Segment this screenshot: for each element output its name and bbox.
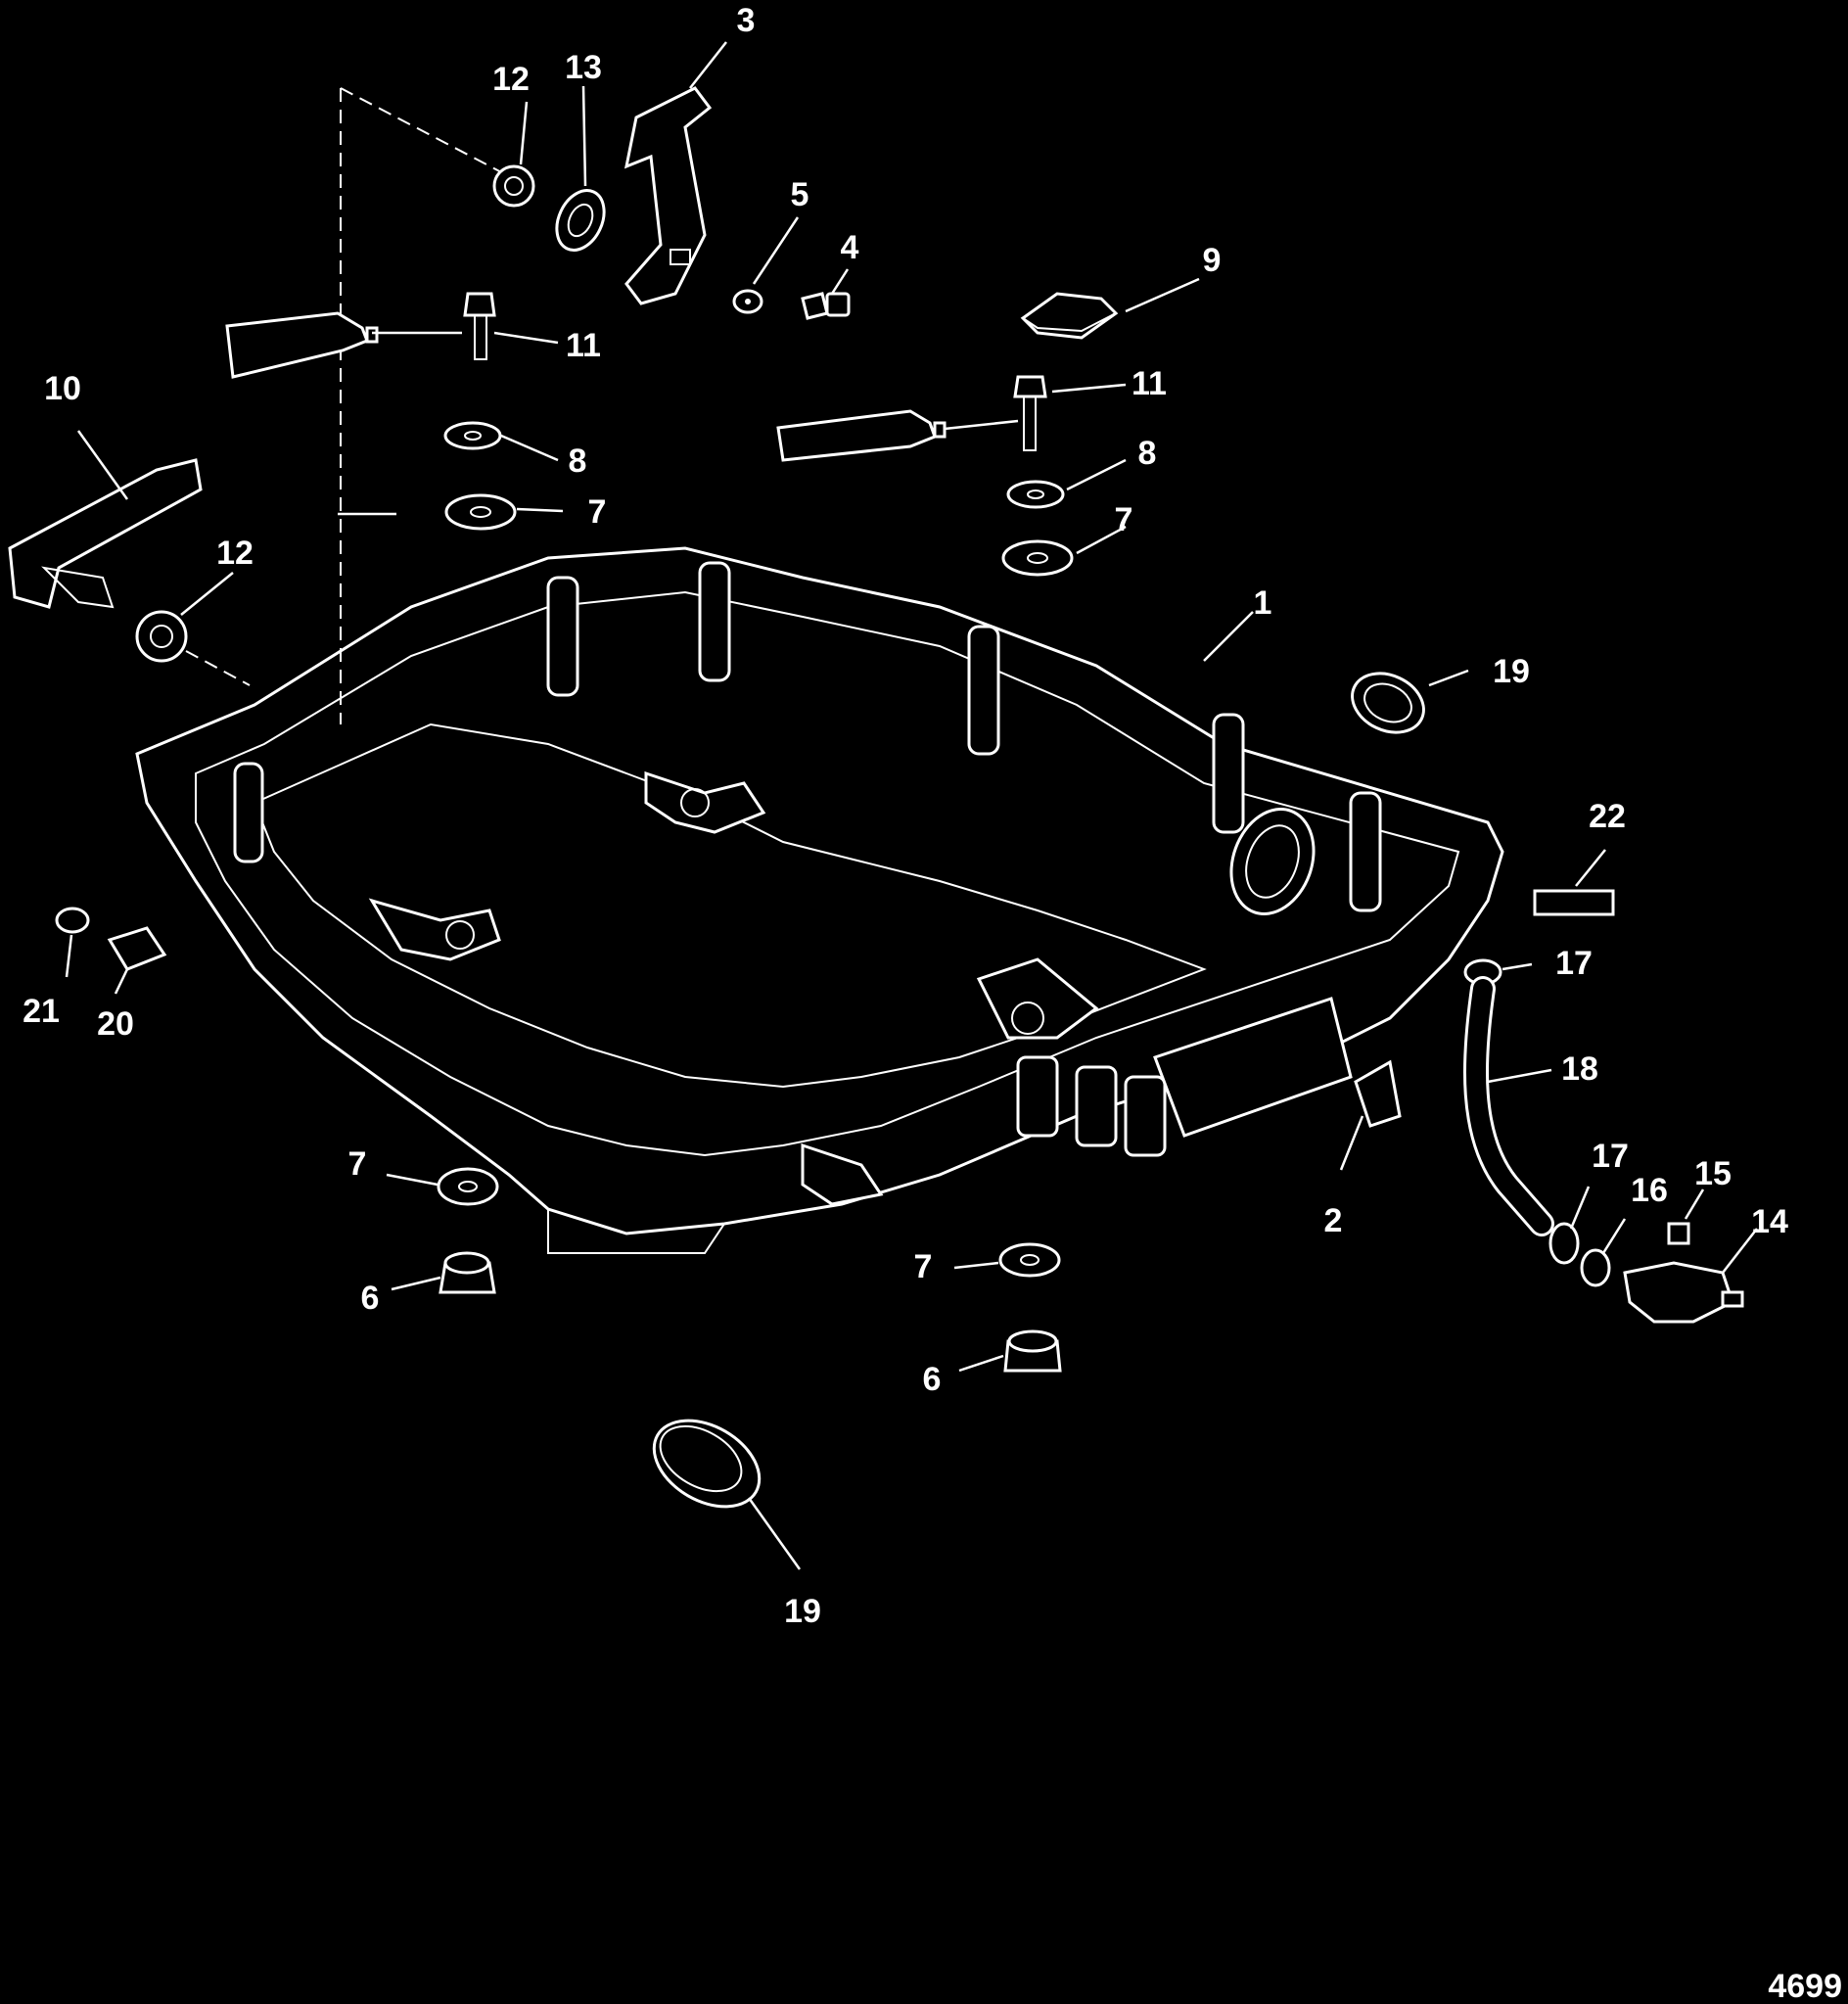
callout-8-left: 8	[569, 443, 587, 480]
callout-14: 14	[1751, 1203, 1788, 1240]
clamp-part-21	[55, 907, 90, 934]
callout-4: 4	[841, 229, 859, 266]
mount-part-6-left	[439, 1251, 496, 1294]
fitting-part-20	[107, 926, 167, 971]
washer-part-7-left	[444, 493, 517, 531]
grommet-part-9	[1020, 292, 1119, 340]
figure-number: 4699	[1768, 1968, 1842, 2004]
bracket-part-2	[1354, 1059, 1402, 1128]
callout-1: 1	[1254, 584, 1272, 622]
grommet-part-19-right	[1351, 672, 1425, 734]
callout-10: 10	[44, 370, 81, 407]
sealant-tube-left	[225, 311, 379, 379]
latch-part-3	[624, 86, 713, 305]
washer-part-5	[732, 289, 763, 314]
callout-21: 21	[23, 993, 60, 1030]
sealant-tube-right	[776, 409, 947, 462]
callout-9: 9	[1203, 242, 1222, 279]
handle-part-10	[8, 458, 203, 609]
callout-17-top: 17	[1555, 945, 1593, 982]
callout-12-lower: 12	[216, 535, 254, 572]
grommet-part-19-lower	[652, 1419, 762, 1509]
callout-17-lower: 17	[1592, 1138, 1629, 1175]
callout-11-left: 11	[566, 327, 601, 364]
callout-7-lower-left: 7	[348, 1145, 367, 1183]
bolt-part-11-right	[1013, 375, 1047, 451]
bottom-cowl	[135, 546, 1504, 1254]
callout-3: 3	[737, 2, 756, 39]
callout-16: 16	[1631, 1172, 1668, 1209]
leader-lines	[65, 41, 1758, 1570]
callout-7-lower-right: 7	[914, 1248, 933, 1285]
clip-part-12-lower	[135, 610, 188, 663]
callout-6-left: 6	[361, 1280, 380, 1317]
oring-part-16	[1580, 1248, 1611, 1287]
washer-part-13	[555, 189, 606, 252]
callout-12-upper: 12	[492, 61, 530, 98]
washer-part-7-right	[1001, 539, 1074, 577]
callout-7-tube-left: 7	[262, 334, 276, 363]
mount-part-6-right	[1003, 1329, 1062, 1373]
clamp-part-17-lower	[1548, 1222, 1580, 1265]
callout-6-right: 6	[923, 1361, 942, 1398]
callout-13: 13	[565, 49, 602, 86]
callout-7-upper-right: 7	[1115, 501, 1133, 538]
callout-7-upper-left: 7	[588, 493, 607, 531]
callout-labels: 1 2 3 4 5 6 6 7 7 7 7 7 7 8 8 9 10 11 11…	[23, 2, 1788, 1630]
callout-22: 22	[1589, 798, 1626, 835]
callout-19-right: 19	[1493, 653, 1530, 690]
decal-part-22	[1533, 889, 1615, 916]
washer-part-8-right	[1006, 480, 1065, 509]
callout-20: 20	[97, 1005, 134, 1043]
washer-part-7-lower-right	[998, 1242, 1061, 1278]
callout-8-right: 8	[1138, 435, 1157, 472]
callout-2: 2	[1324, 1202, 1343, 1239]
assembly-lines	[185, 87, 510, 724]
washer-part-8-left	[443, 421, 502, 450]
callout-15: 15	[1694, 1155, 1732, 1192]
clip-part-12-upper	[492, 164, 535, 208]
screw-part-15	[1667, 1222, 1690, 1245]
screw-part-4	[801, 292, 851, 320]
callout-18: 18	[1561, 1050, 1598, 1088]
bolt-part-11-left	[463, 292, 496, 360]
callout-11-right: 11	[1132, 365, 1167, 402]
callout-19-lower: 19	[784, 1593, 821, 1630]
callout-7-tube-right: 7	[815, 424, 829, 453]
washer-part-7-lower-left	[437, 1167, 499, 1206]
callout-5: 5	[791, 176, 809, 213]
fuel-connector-part-14	[1623, 1261, 1744, 1324]
